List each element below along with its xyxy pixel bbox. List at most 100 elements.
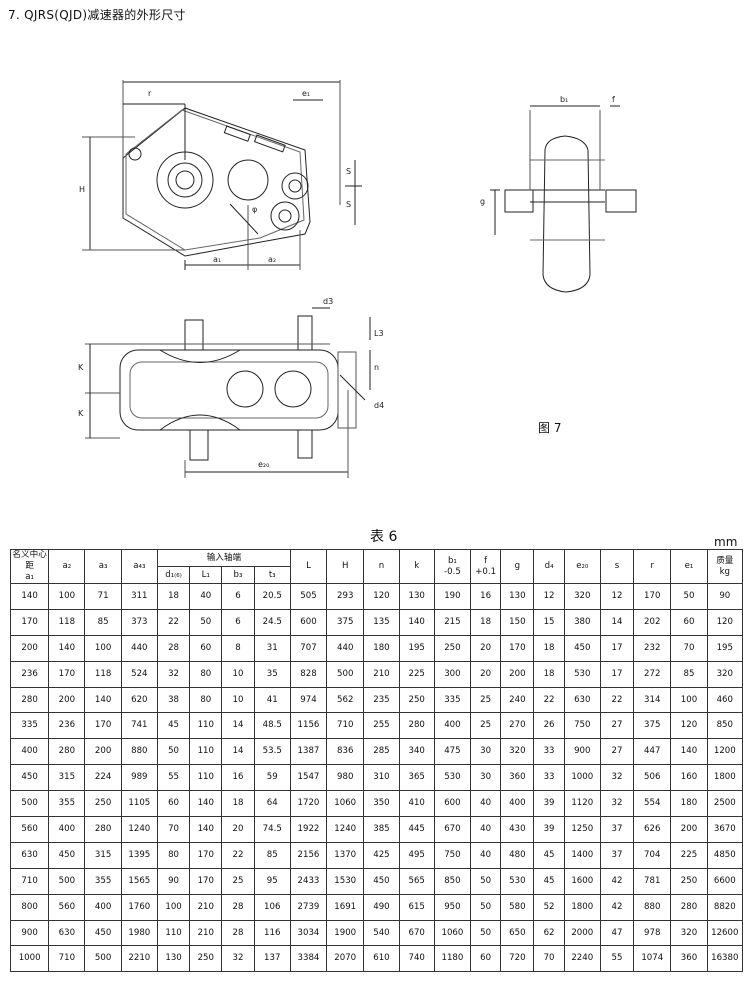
table-cell: 100: [48, 583, 86, 610]
table-cell: 45: [156, 712, 191, 740]
table-cell: 500: [84, 945, 122, 973]
header-a4: a₄₃: [120, 549, 158, 584]
table-cell: 120: [670, 712, 708, 740]
table-cell: 562: [326, 686, 365, 714]
table-cell: 6600: [706, 867, 744, 895]
table-cell: 12600: [706, 919, 744, 947]
header-a3: a₃: [84, 549, 122, 584]
table-cell: 314: [633, 686, 672, 714]
header-H: H: [326, 549, 365, 584]
table-cell: 200: [670, 816, 708, 843]
table-cell: 2210: [120, 945, 158, 973]
table-cell: 950: [433, 893, 472, 921]
table-cell: 880: [633, 893, 672, 921]
table-cell: 20: [470, 660, 502, 688]
table-cell: 170: [9, 608, 50, 636]
table-cell: 285: [363, 738, 400, 766]
table-cell: 30: [470, 764, 502, 792]
table-cell: 28: [221, 919, 255, 947]
table-cell: 250: [189, 945, 223, 973]
table-cell: 1530: [326, 867, 365, 895]
header-d: d₁₍₆₎: [156, 566, 191, 584]
table-cell: 70: [533, 945, 565, 973]
table-cell: 60: [189, 634, 223, 662]
table-cell: 37: [599, 841, 635, 869]
table-cell: 385: [363, 816, 400, 843]
table-cell: 120: [363, 583, 400, 610]
table-cell: 447: [633, 738, 672, 766]
table-cell: 272: [633, 660, 672, 688]
table-cell: 50: [470, 893, 502, 921]
table-cell: 236: [9, 660, 50, 688]
table-cell: 293: [326, 583, 365, 610]
table-cell: 740: [398, 945, 435, 973]
table-cell: 1060: [326, 790, 365, 818]
table-cell: 250: [84, 790, 122, 818]
label-S-top: S: [346, 167, 351, 176]
table-cell: 3670: [706, 816, 744, 843]
table-cell: 50: [470, 867, 502, 895]
table-cell: 250: [398, 686, 435, 714]
table-cell: 8: [221, 634, 255, 662]
table-cell: 74.5: [253, 816, 291, 843]
table-cell: 626: [633, 816, 672, 843]
table-cell: 741: [120, 712, 158, 740]
table-cell: 350: [363, 790, 400, 818]
table-cell: 1900: [326, 919, 365, 947]
table-cell: 600: [433, 790, 472, 818]
table-cell: 1105: [120, 790, 158, 818]
table-cell: 1000: [9, 945, 50, 973]
table-cell: 110: [189, 764, 223, 792]
table-cell: 440: [120, 634, 158, 662]
table-cell: 32: [156, 660, 191, 688]
table-cell: 25: [221, 867, 255, 895]
table-cell: 18: [470, 608, 502, 636]
table-cell: 50: [670, 583, 708, 610]
table-cell: 140: [189, 816, 223, 843]
table-cell: 100: [156, 893, 191, 921]
table-cell: 505: [289, 583, 328, 610]
table-cell: 31: [253, 634, 291, 662]
table-cell: 565: [398, 867, 435, 895]
table-cell: 90: [706, 583, 744, 610]
table-cell: 170: [48, 660, 86, 688]
table-cell: 150: [500, 608, 535, 636]
table-cell: 41: [253, 686, 291, 714]
table-cell: 610: [363, 945, 400, 973]
table-cell: 47: [599, 919, 635, 947]
header-n: n: [363, 549, 400, 584]
table-cell: 400: [500, 790, 535, 818]
label-e2: e₂₀: [258, 460, 269, 469]
table-cell: 1240: [326, 816, 365, 843]
table-cell: 40: [470, 790, 502, 818]
table-cell: 118: [48, 608, 86, 636]
table-cell: 335: [433, 686, 472, 714]
table-cell: 27: [599, 712, 635, 740]
table-cell: 495: [398, 841, 435, 869]
table-cell: 170: [84, 712, 122, 740]
header-r: r: [633, 549, 672, 584]
header-l: L₁: [189, 566, 223, 584]
table-cell: 320: [500, 738, 535, 766]
table-cell: 836: [326, 738, 365, 766]
table-unit: mm: [714, 535, 738, 549]
table-cell: 110: [156, 919, 191, 947]
table-cell: 24.5: [253, 608, 291, 636]
table-cell: 26: [533, 712, 565, 740]
reducer-dimension-drawing: r e₁ H S S a₁ a₂ φ b₁ f g: [0, 20, 750, 510]
table-cell: 130: [500, 583, 535, 610]
header-t: t₃: [253, 566, 291, 584]
table-cell: 85: [253, 841, 291, 869]
table-cell: 300: [433, 660, 472, 688]
table-cell: 240: [500, 686, 535, 714]
table-cell: 2000: [563, 919, 601, 947]
table-cell: 52: [533, 893, 565, 921]
table-cell: 16: [470, 583, 502, 610]
header-k: k: [398, 549, 435, 584]
